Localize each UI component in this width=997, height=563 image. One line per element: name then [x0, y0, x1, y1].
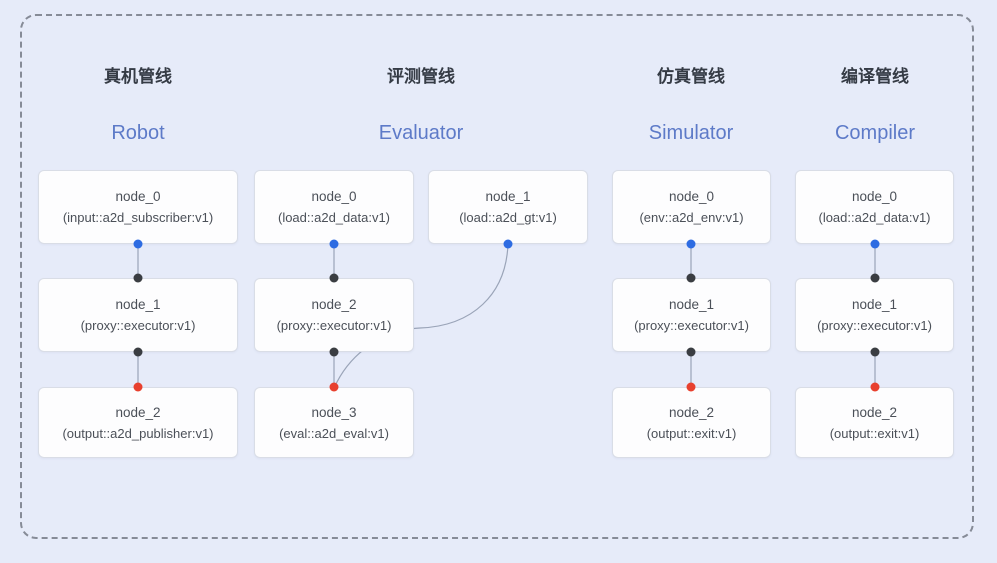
input-port-dot-simulator-n1 — [686, 273, 696, 283]
output-port-dot-compiler-n1 — [870, 347, 880, 357]
input-port-dot-compiler-n2 — [870, 382, 880, 392]
node-impl-label: (load::a2d_data:v1) — [277, 210, 391, 225]
output-port-dot-compiler-n0 — [870, 239, 880, 249]
node-card-evaluator-node3: node_3 (eval::a2d_eval:v1) — [254, 387, 414, 458]
pipeline-title-zh-evaluator: 评测管线 — [387, 67, 455, 86]
pipeline-title-zh-compiler: 编译管线 — [841, 67, 909, 86]
node-card-compiler-node1: node_1 (proxy::executor:v1) — [795, 278, 954, 352]
node-impl-label: (load::a2d_gt:v1) — [459, 210, 557, 225]
node-impl-label: (proxy::executor:v1) — [634, 318, 749, 333]
node-label: node_0 — [668, 189, 715, 204]
node-card-compiler-node0: node_0 (load::a2d_data:v1) — [795, 170, 954, 244]
node-impl-label: (output::exit:v1) — [829, 425, 920, 441]
output-port-dot-evaluator-n0 — [329, 239, 339, 249]
node-impl-label: (proxy::executor:v1) — [276, 318, 392, 333]
node-impl-label: (output::a2d_publisher:v1) — [62, 425, 214, 441]
node-card-simulator-node0: node_0 (env::a2d_env:v1) — [612, 170, 771, 244]
node-label: node_1 — [115, 297, 161, 312]
output-port-dot-robot-n1 — [133, 347, 143, 357]
edge-evaluator-n1-n3 — [334, 243, 509, 387]
node-label: node_2 — [851, 404, 898, 420]
node-impl-label: (proxy::executor:v1) — [817, 318, 932, 333]
node-label: node_3 — [311, 404, 357, 420]
node-label: node_0 — [311, 189, 357, 204]
input-port-dot-robot-n1 — [133, 273, 143, 283]
node-card-simulator-node2: node_2 (output::exit:v1) — [612, 387, 771, 458]
output-port-dot-simulator-n1 — [686, 347, 696, 357]
node-label: node_0 — [851, 189, 898, 204]
output-port-dot-evaluator-n2 — [329, 347, 339, 357]
node-label: node_2 — [311, 297, 357, 312]
input-port-dot-simulator-n2 — [686, 382, 696, 392]
input-port-dot-evaluator-n2 — [329, 273, 339, 283]
output-port-dot-simulator-n0 — [686, 239, 696, 249]
node-card-compiler-node2: node_2 (output::exit:v1) — [795, 387, 954, 458]
input-port-dot-compiler-n1 — [870, 273, 880, 283]
pipeline-title-en-evaluator: Evaluator — [378, 122, 464, 144]
node-impl-label: (input::a2d_subscriber:v1) — [62, 210, 214, 225]
pipeline-title-zh-robot: 真机管线 — [104, 67, 172, 86]
node-card-robot-node0: node_0 (input::a2d_subscriber:v1) — [38, 170, 238, 244]
output-port-dot-robot-n0 — [133, 239, 143, 249]
node-label: node_2 — [115, 404, 161, 420]
pipeline-title-en-compiler: Compiler — [834, 122, 916, 144]
node-impl-label: (proxy::executor:v1) — [80, 318, 196, 333]
node-card-robot-node2: node_2 (output::a2d_publisher:v1) — [38, 387, 238, 458]
node-impl-label: (env::a2d_env:v1) — [639, 210, 744, 225]
pipeline-title-zh-simulator: 仿真管线 — [657, 67, 725, 86]
node-card-evaluator-node2: node_2 (proxy::executor:v1) — [254, 278, 414, 352]
pipeline-diagram-frame — [20, 14, 974, 539]
node-impl-label: (load::a2d_data:v1) — [818, 210, 931, 225]
node-label: node_1 — [668, 297, 715, 312]
pipeline-title-en-robot: Robot — [111, 122, 165, 144]
node-card-evaluator-node0: node_0 (load::a2d_data:v1) — [254, 170, 414, 244]
input-port-dot-robot-n2 — [133, 382, 143, 392]
node-label: node_1 — [851, 297, 898, 312]
pipeline-title-en-simulator: Simulator — [648, 122, 734, 144]
node-impl-label: (eval::a2d_eval:v1) — [279, 425, 389, 441]
node-card-robot-node1: node_1 (proxy::executor:v1) — [38, 278, 238, 352]
node-card-evaluator-node1: node_1 (load::a2d_gt:v1) — [428, 170, 588, 244]
input-port-dot-evaluator-n3 — [329, 382, 339, 392]
node-impl-label: (output::exit:v1) — [646, 425, 737, 441]
node-label: node_1 — [485, 189, 531, 204]
node-label: node_2 — [668, 404, 715, 420]
node-label: node_0 — [115, 189, 161, 204]
node-card-simulator-node1: node_1 (proxy::executor:v1) — [612, 278, 771, 352]
output-port-dot-evaluator-n1 — [503, 239, 513, 249]
